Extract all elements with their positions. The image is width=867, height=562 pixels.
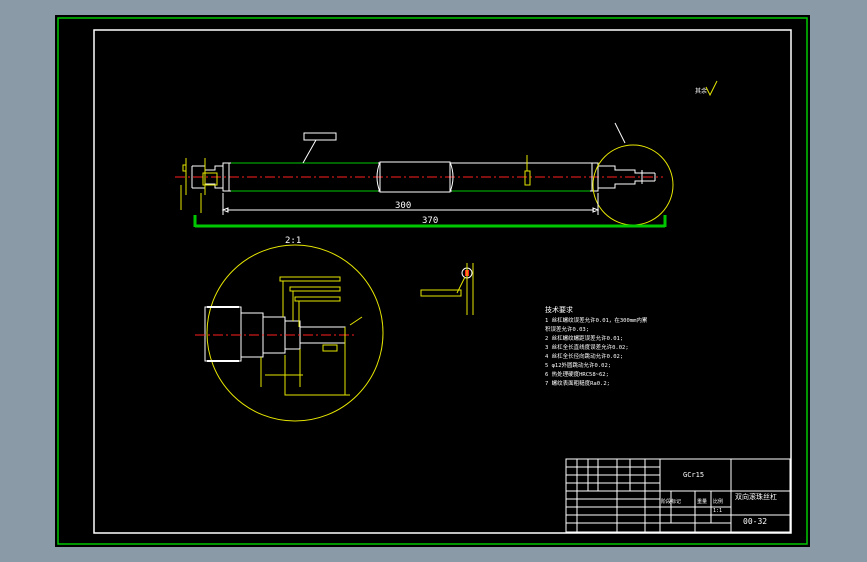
note-line: 6 热处理硬度HRC58~62;	[545, 370, 609, 378]
body-mark-right	[524, 155, 531, 186]
note-line: 3 丝杠全长直线度误差允许0.02;	[545, 343, 629, 351]
weight-text: 重量	[697, 498, 707, 505]
section-view	[420, 263, 474, 315]
outer-border	[57, 17, 808, 545]
roughness-label: 其余	[695, 87, 707, 95]
notes-title: 技术要求	[545, 305, 573, 314]
length-dimension-370: 370	[193, 215, 667, 228]
shaft-main-view	[175, 122, 674, 226]
inner-border	[93, 29, 792, 534]
stage-mark-text: 阶段标记	[661, 498, 681, 505]
technical-notes: 技术要求 1 丝杠螺纹误差允许0.01，在300mm内累 积误差允许0.03; …	[545, 305, 648, 387]
detail-circle	[206, 244, 384, 422]
note-line: 7 螺纹表面粗糙度Ra0.2;	[545, 379, 610, 387]
cad-drawing: 其余	[57, 17, 808, 545]
left-end-dimensions	[180, 158, 218, 213]
note-line: 5 φ12外圆跳动允许0.02;	[545, 361, 611, 369]
drawing-number-text: 00-32	[743, 517, 767, 526]
material-text: GCr15	[683, 471, 704, 479]
note-line: 积误差允许0.03;	[545, 325, 589, 333]
tolerance-frame-top	[302, 132, 337, 164]
length-dimension-300: 300	[221, 193, 600, 215]
note-line: 4 丝杠全长径向跳动允许0.02;	[545, 352, 623, 360]
model-space-viewport[interactable]: 其余	[55, 15, 810, 547]
note-line: 2 丝杠螺纹螺距误差允许0.01;	[545, 334, 623, 342]
part-name-text: 双向滚珠丝杠	[735, 492, 777, 501]
scale-text: 比例	[713, 498, 723, 505]
detail-view	[195, 244, 384, 422]
roughness-symbol: 其余	[695, 80, 718, 97]
title-block: GCr15 双向滚珠丝杠 00-32 阶段标记 重量 比例 1:1	[565, 458, 791, 533]
note-line: 1 丝杠螺纹误差允许0.01，在300mm内累	[545, 316, 648, 324]
dimension-300-text: 300	[395, 201, 411, 211]
detail-scale-label: 2:1	[285, 236, 301, 246]
dimension-370-text: 370	[422, 216, 438, 226]
detail-circle-ref	[592, 144, 674, 226]
scale-value-text: 1:1	[713, 508, 722, 514]
